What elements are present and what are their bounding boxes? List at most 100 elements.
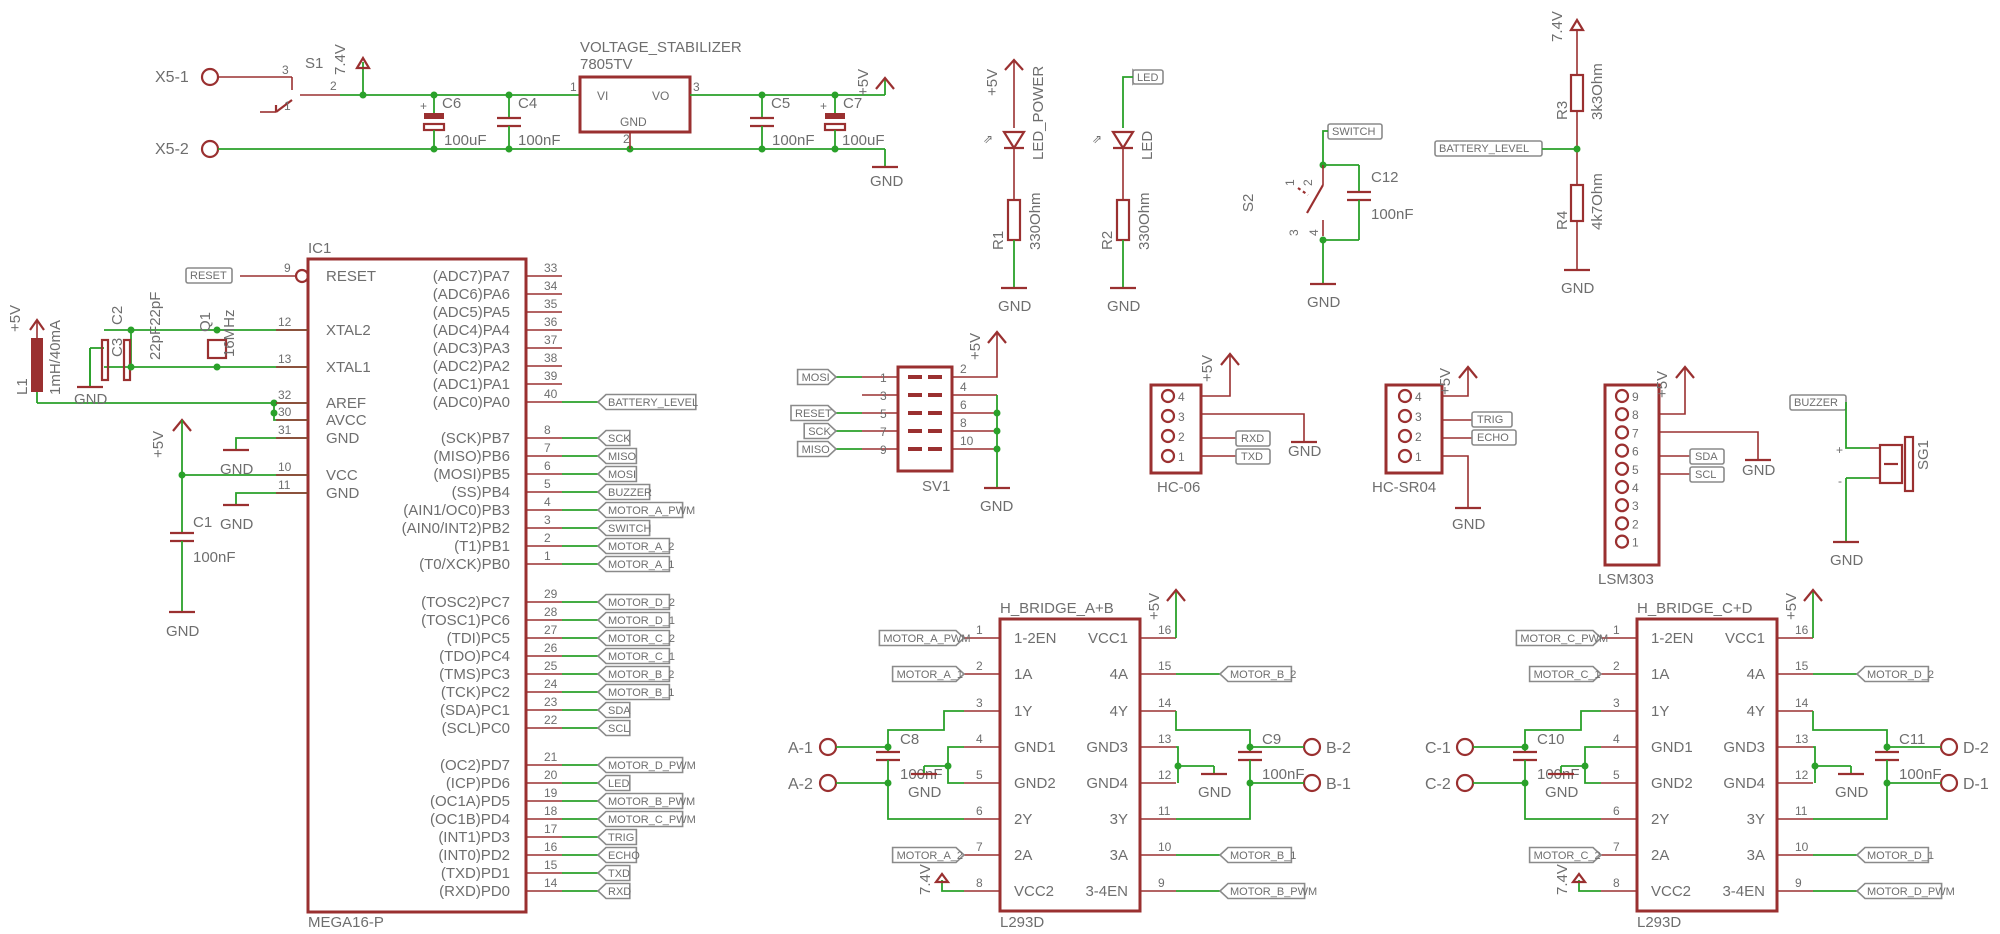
sv1-left-pin: 3 <box>862 389 942 403</box>
schematic-text: ECHO <box>608 850 640 862</box>
lsm303-body[interactable] <box>1603 383 1661 567</box>
terminal-x5-2[interactable] <box>200 139 220 159</box>
schematic-text: (ADC6)PA6 <box>433 286 510 303</box>
hcsr04-body[interactable] <box>1384 383 1444 475</box>
h-bridge-title: H_BRIDGE_C+D <box>1637 600 1753 617</box>
l293d-body[interactable] <box>998 617 1142 913</box>
svg-text:TRIG: TRIG <box>1477 414 1503 426</box>
resistor-r3 <box>1569 73 1585 113</box>
schematic-text: XTAL2 <box>326 322 371 339</box>
sv1-body[interactable] <box>896 365 954 473</box>
motor-terminal[interactable] <box>818 773 838 793</box>
svg-text:+: + <box>420 99 427 113</box>
net-label-mcu-5: BUZZER <box>596 483 652 501</box>
motor-terminal[interactable] <box>1302 737 1322 757</box>
hcsr04-pin: 2 <box>1397 428 1422 444</box>
l293d-body[interactable] <box>1635 617 1779 913</box>
schematic-text: 3A <box>1747 847 1765 864</box>
schematic-text: MOSI <box>802 372 830 384</box>
schematic-text: 1A <box>1651 666 1669 683</box>
schematic-text: 32 <box>278 388 292 402</box>
schematic-text: 5 <box>544 477 551 491</box>
schematic-wire <box>1175 711 1304 748</box>
schematic-text: 10 <box>278 460 292 474</box>
schematic-wire <box>1397 408 1413 424</box>
net-label-bridge-in: MOTOR_C_2 <box>1528 846 1603 864</box>
motor-terminal[interactable] <box>1455 773 1475 793</box>
schematic-wire <box>596 629 671 647</box>
mcu-part-label: MEGA16-P <box>308 914 384 931</box>
terminal-x5-1[interactable] <box>200 67 220 87</box>
motor-terminal[interactable] <box>1939 737 1959 757</box>
schematic-wire <box>596 501 684 519</box>
schematic-text: (TXD)PD1 <box>441 865 510 882</box>
schematic-text: 100nF <box>1899 766 1942 783</box>
schematic-text: 11 <box>278 478 291 492</box>
schematic-wire <box>596 756 684 774</box>
svg-text:RESET: RESET <box>190 270 227 282</box>
schematic-wire <box>1521 743 1529 751</box>
schematic-text: GND <box>908 784 942 801</box>
motor-terminal[interactable] <box>1939 773 1959 793</box>
net-label-mcu-28: MOTOR_D_1 <box>596 611 675 629</box>
svg-text:+: + <box>820 99 827 113</box>
schematic-text: 30 <box>278 405 292 419</box>
svg-text:+: + <box>1836 443 1843 457</box>
schematic-wire <box>891 665 966 683</box>
motor-terminal[interactable] <box>818 737 838 757</box>
switch-s1-lever[interactable] <box>275 99 293 113</box>
schematic-text: (ADC1)PA1 <box>433 376 510 393</box>
svg-text:100uF: 100uF <box>842 132 885 149</box>
svg-text:4: 4 <box>1307 229 1321 236</box>
buzzer-sg1[interactable] <box>1878 443 1904 485</box>
mcu-ic1-body[interactable] <box>306 257 528 914</box>
motor-terminal[interactable] <box>1455 737 1475 757</box>
motor-terminal[interactable] <box>1302 773 1322 793</box>
schematic-text: GND <box>1545 784 1579 801</box>
schematic-text: (T1)PB1 <box>454 538 510 555</box>
schematic-wire <box>596 846 638 864</box>
regulator-7805[interactable] <box>578 75 692 134</box>
schematic-wire <box>596 465 638 483</box>
schematic-text: 4 <box>976 732 983 746</box>
schematic-text: BATTERY_LEVEL <box>608 397 698 409</box>
schematic-text: MOTOR_D_PWM <box>1867 886 1955 898</box>
schematic-text: SDA <box>608 705 631 717</box>
schematic-text: 1-2EN <box>1651 630 1694 647</box>
schematic-text: 4 <box>544 495 551 509</box>
schematic-text: (TDO)PC4 <box>439 648 510 665</box>
schematic-text: 16 <box>1795 623 1809 637</box>
schematic-wire <box>596 429 631 447</box>
hcsr04-pin: 4 <box>1397 388 1422 404</box>
schematic-text: 3 <box>1178 410 1185 424</box>
svg-text:L1: L1 <box>14 378 31 395</box>
switch-s2-lever[interactable] <box>1306 184 1324 214</box>
net-label-mcu-21: MOTOR_D_PWM <box>596 756 696 774</box>
schematic-text: 3-4EN <box>1722 883 1765 900</box>
schematic-wire <box>596 555 671 573</box>
sv1-left-pin: 9 <box>836 443 942 457</box>
cap-c3 <box>122 338 132 382</box>
schematic-wire <box>1883 779 1891 787</box>
schematic-wire <box>596 537 671 555</box>
schematic-text: MOTOR_D_1 <box>608 615 675 627</box>
schematic-text: 29 <box>544 587 558 601</box>
power-supply-section: X5-1 X5-2 S1 3 1 2 7.4V + C6 100uF <box>155 39 904 190</box>
schematic-text: 7.4V <box>917 864 934 895</box>
net-label-bridge-in: MOTOR_B_1 <box>1218 846 1296 864</box>
supply-7v4-symbol <box>1569 17 1585 32</box>
schematic-text: 21 <box>544 750 558 764</box>
schematic-text: 7.4V <box>1554 864 1571 895</box>
hc06-body[interactable] <box>1149 383 1203 475</box>
schematic-text: 3 <box>1632 499 1639 513</box>
schematic-wire <box>836 710 964 748</box>
schematic-text: 3 <box>1415 410 1422 424</box>
schematic-text: 37 <box>544 333 558 347</box>
